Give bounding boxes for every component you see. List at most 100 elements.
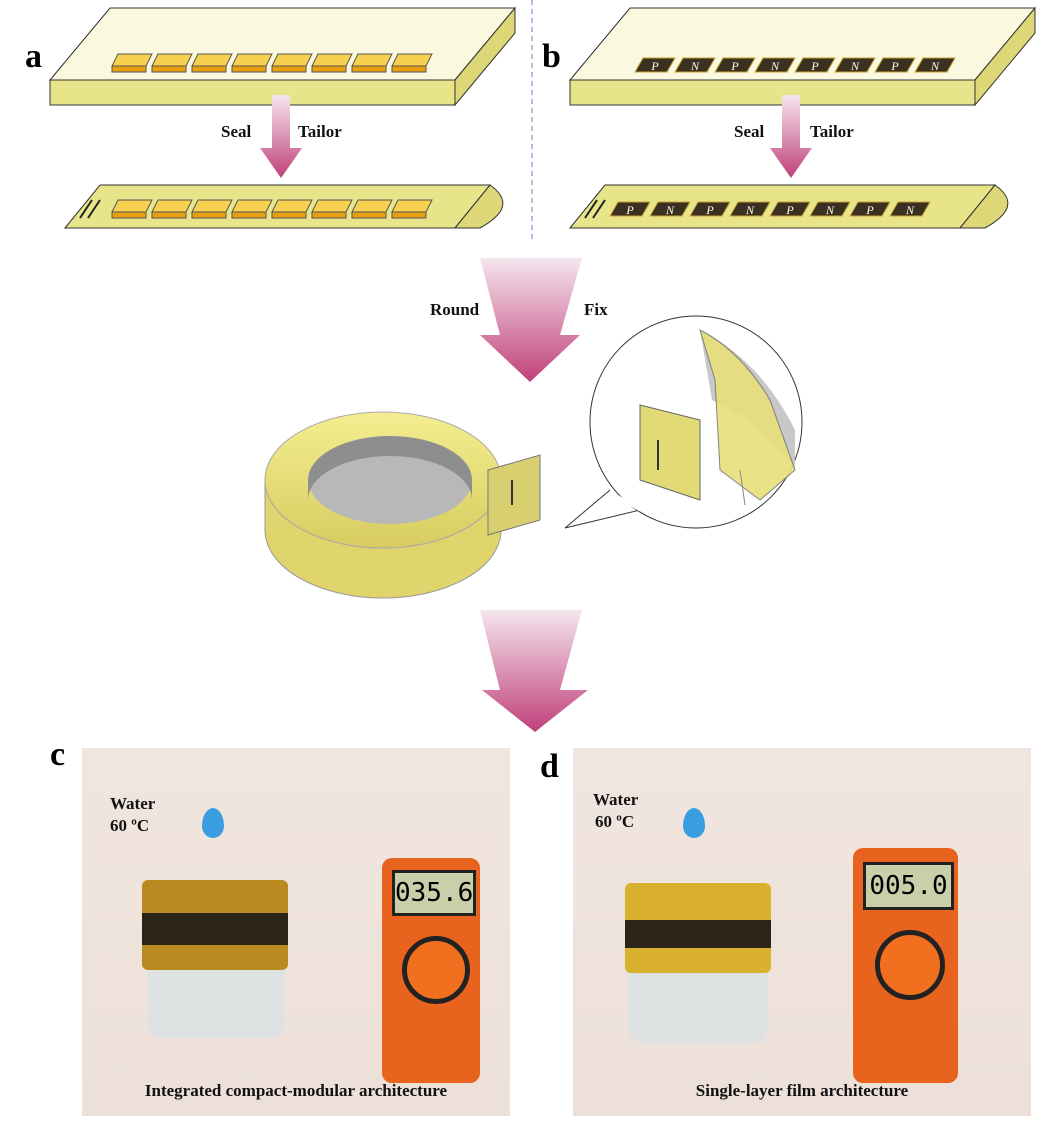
pn-leg-label: P xyxy=(890,59,899,73)
pn-leg-label: P xyxy=(865,203,874,217)
pn-leg-label: N xyxy=(930,59,940,73)
panel-b-box xyxy=(568,6,1037,107)
thermo-block-side xyxy=(391,65,427,73)
thermo-block-side xyxy=(311,65,347,73)
panel-label-c: c xyxy=(50,736,66,773)
thermo-block xyxy=(271,199,313,213)
thermo-block-side xyxy=(391,211,427,219)
thermo-block xyxy=(151,53,193,67)
thermo-block xyxy=(231,53,273,67)
pn-leg xyxy=(714,57,756,73)
pn-leg xyxy=(809,201,851,217)
caption-c: Integrated compact-modular architecture xyxy=(144,1081,448,1100)
pn-leg xyxy=(609,201,651,217)
pn-leg-label: N xyxy=(745,203,755,217)
meter-display: 035.6 xyxy=(392,870,476,916)
step-tailor-b: Tailor xyxy=(810,122,854,141)
pn-leg xyxy=(874,57,916,73)
step-fix: Fix xyxy=(584,300,608,319)
pn-leg-label: P xyxy=(810,59,819,73)
thermo-block-side xyxy=(151,65,187,73)
pn-leg xyxy=(769,201,811,217)
pn-leg xyxy=(754,57,796,73)
thermo-block-side xyxy=(231,211,267,219)
thermo-block-side xyxy=(191,65,227,73)
thermo-block-side xyxy=(191,211,227,219)
arrow-to-photos xyxy=(480,610,588,732)
thermo-blocks-a-tailored xyxy=(111,199,433,219)
step-seal-b: Seal xyxy=(734,122,765,141)
thermo-block xyxy=(111,53,153,67)
rolled-ring xyxy=(264,411,541,599)
thermo-block xyxy=(311,199,353,213)
thermo-block xyxy=(391,53,433,67)
water-label: Water xyxy=(110,794,156,813)
pn-leg-label: P xyxy=(705,203,714,217)
thermo-block-side xyxy=(311,211,347,219)
panel-label-b: b xyxy=(542,38,561,75)
pn-leg-label: N xyxy=(690,59,700,73)
thermo-block-side xyxy=(231,65,267,73)
pn-leg xyxy=(794,57,836,73)
caption-d: Single-layer film architecture xyxy=(695,1081,909,1100)
pn-leg-label: N xyxy=(905,203,915,217)
thermo-block xyxy=(231,199,273,213)
pn-leg-label: P xyxy=(625,203,634,217)
pn-leg-label: N xyxy=(770,59,780,73)
pn-leg xyxy=(914,57,956,73)
photo-d: Water 60 ºC 005.0 Single-layer film arch… xyxy=(573,748,1031,1116)
water-label: Water xyxy=(593,790,639,809)
meter-display: 005.0 xyxy=(863,862,954,910)
pn-leg-label: N xyxy=(665,203,675,217)
step-seal-a: Seal xyxy=(221,122,252,141)
pn-leg xyxy=(849,201,891,217)
meter-dial[interactable] xyxy=(402,936,470,1004)
thermo-blocks-a xyxy=(111,53,433,73)
pn-leg-label: P xyxy=(730,59,739,73)
thermo-block-side xyxy=(351,65,387,73)
thermo-block xyxy=(391,199,433,213)
thermo-block xyxy=(111,199,153,213)
pn-leg xyxy=(634,57,676,73)
thermo-block xyxy=(351,53,393,67)
pn-leg xyxy=(729,201,771,217)
photo-c: Water 60 ºC 035.6 Integrated compact-mod… xyxy=(82,748,510,1116)
beaker xyxy=(628,963,768,1043)
arrow-down-a xyxy=(260,95,302,178)
multimeter: 035.6 xyxy=(382,858,480,1083)
pn-leg-label: N xyxy=(850,59,860,73)
arrow-down-b xyxy=(770,95,812,178)
thermo-block xyxy=(271,53,313,67)
temp-label: 60 ºC xyxy=(110,816,150,835)
dark-legs-band xyxy=(625,920,771,948)
step-round: Round xyxy=(430,300,480,319)
thermo-block xyxy=(151,199,193,213)
pn-leg xyxy=(834,57,876,73)
thermo-block xyxy=(311,53,353,67)
panel-label-d: d xyxy=(540,748,559,785)
pn-leg xyxy=(674,57,716,73)
meter-dial[interactable] xyxy=(875,930,945,1000)
pn-leg-label: P xyxy=(650,59,659,73)
pn-leg-label: N xyxy=(825,203,835,217)
thermo-block-side xyxy=(151,211,187,219)
pn-leg xyxy=(689,201,731,217)
pn-leg xyxy=(889,201,931,217)
panel-label-a: a xyxy=(25,38,42,75)
zoom-bubble xyxy=(564,315,803,529)
beaker xyxy=(147,958,285,1038)
dark-legs-band xyxy=(142,913,288,945)
pn-legs: P N P N P N P N P N P N P N P N xyxy=(609,57,956,217)
thermo-block xyxy=(351,199,393,213)
arrow-round-fix xyxy=(480,258,582,382)
pn-leg xyxy=(649,201,691,217)
temp-label: 60 ºC xyxy=(595,812,635,831)
thermo-block-side xyxy=(351,211,387,219)
pn-leg-label: P xyxy=(785,203,794,217)
thermo-block-side xyxy=(271,211,307,219)
thermo-block-side xyxy=(111,65,147,73)
thermo-block xyxy=(191,53,233,67)
water-drop-icon xyxy=(683,808,705,838)
